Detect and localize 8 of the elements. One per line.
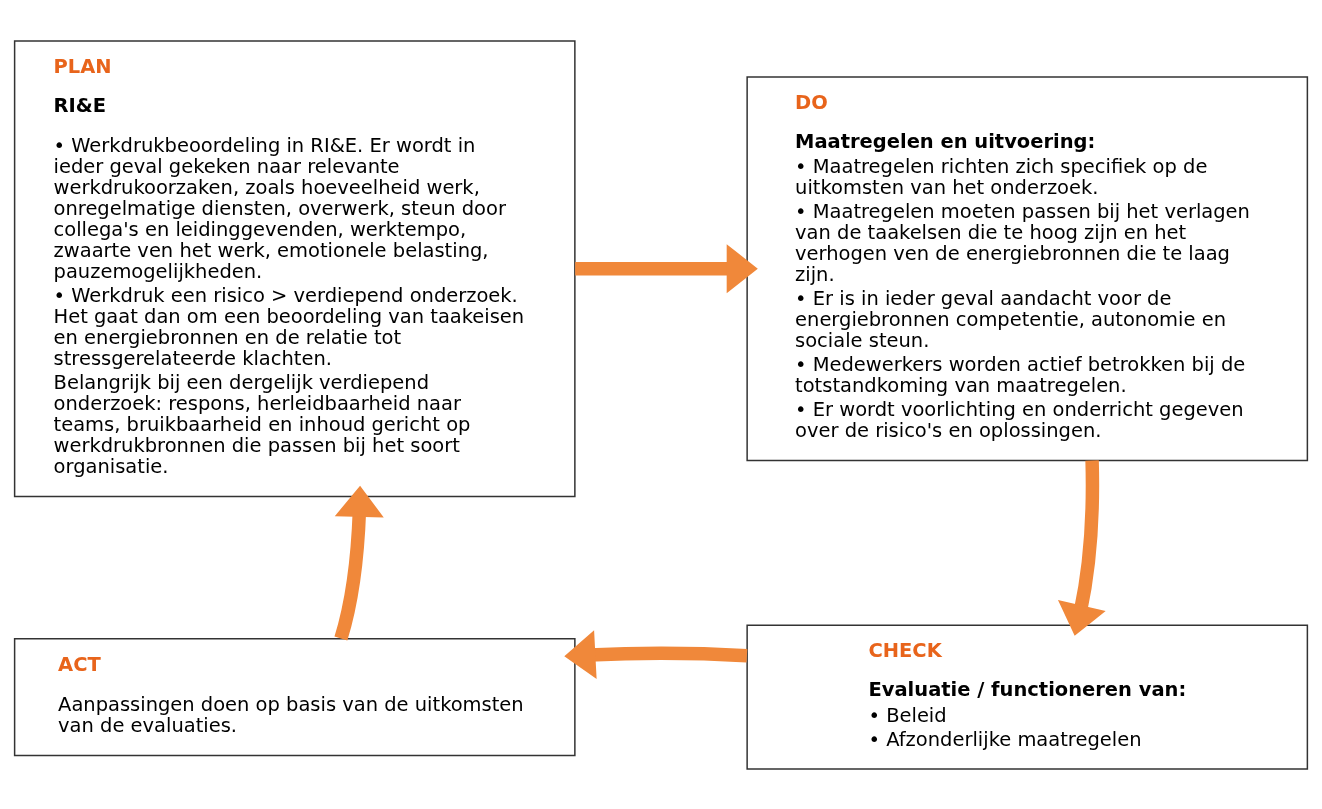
arrow xyxy=(564,629,748,679)
node-box: CHECK Evaluatie / functioneren van: • Beleid • Afzonderlijke maatregelen xyxy=(746,623,1309,770)
arrow xyxy=(1057,459,1106,636)
node-box: DO Maatregelen en uitvoering: • Maatregelen richten zich specifiek op de uitkomsten van het onderzoek. • Maatregelen moeten passen bij het verlagen van de taakelsen die te hoog zijn en het verhogen ven de energiebronnen die te laag zijn. • Er is in ieder geval aandacht voor de energiebronnen competentie, autonomie en sociale steun. • Medewerkers worden actief betrokken bij de totstandkoming van maatregelen. • Er wordt voorlichting en onderricht gegeven over de risico's en oplossingen. xyxy=(746,75,1309,461)
arrow xyxy=(334,485,384,640)
node-box: ACT Aanpassingen doen op basis van de uitkomsten van de evaluaties. xyxy=(13,637,576,756)
node-box: PLAN RI&E • Werkdrukbeoordeling in RI&E. Er wordt in ieder geval gekeken naar relevante werkdrukoorzaken, zoals hoeveelheid werk, onregelmatige diensten, overwerk, steun door collega's en leidinggevenden, werktempo, zwaarte ven het werk, emotionele belasting, pauzemogelijkheden. • Werkdruk een risico > verdiepend onderzoek. Het gaat dan om een beoordeling van taakeisen en energiebronnen en de relatie tot stressgerelateerde klachten. Belangrijk bij een dergelijk verdiepend onderzoek: respons, herleidbaarheid naar teams, bruikbaarheid en inhoud gericht op werkdrukbronnen die passen bij het soort organisatie. xyxy=(13,39,576,497)
arrow xyxy=(575,243,758,293)
